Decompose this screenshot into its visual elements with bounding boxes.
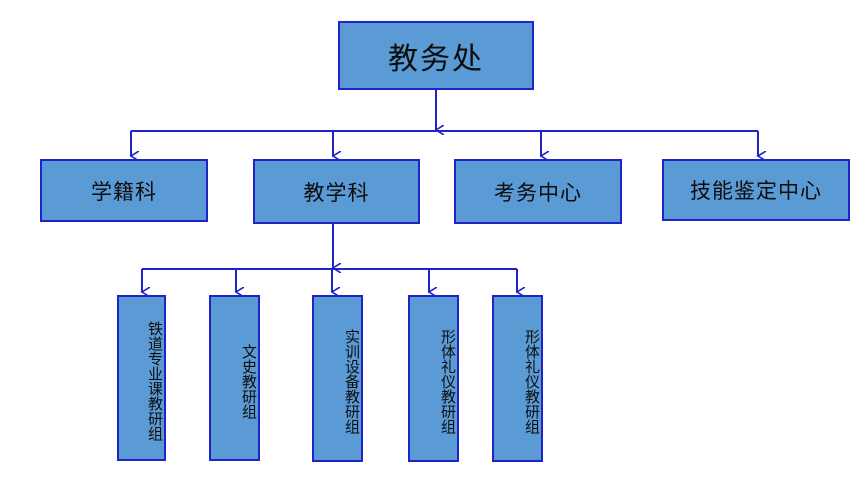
group-node-training-equipment: 实训设备教研组 [312,295,363,462]
group-label: 形体礼仪教研组 [439,329,457,434]
department-node-exam-center: 考务中心 [454,159,622,224]
group-label: 铁道专业课教研组 [146,321,164,441]
group-label: 文史教研组 [240,343,258,419]
group-node-etiquette-2: 形体礼仪教研组 [492,295,543,462]
department-node-skill-center: 技能鉴定中心 [662,159,850,221]
department-node-teaching: 教学科 [253,159,420,224]
group-node-literature-history: 文史教研组 [209,295,260,461]
group-node-railway: 铁道专业课教研组 [117,295,166,461]
group-label: 实训设备教研组 [343,329,361,434]
root-node: 教务处 [338,21,534,90]
department-label: 技能鉴定中心 [690,179,822,203]
department-label: 学籍科 [91,179,157,204]
root-label: 教务处 [388,41,484,77]
department-label: 教学科 [303,180,370,205]
department-node-enrollment: 学籍科 [40,159,208,222]
group-label: 形体礼仪教研组 [523,329,541,434]
department-label: 考务中心 [494,180,582,205]
group-node-etiquette-1: 形体礼仪教研组 [408,295,459,462]
